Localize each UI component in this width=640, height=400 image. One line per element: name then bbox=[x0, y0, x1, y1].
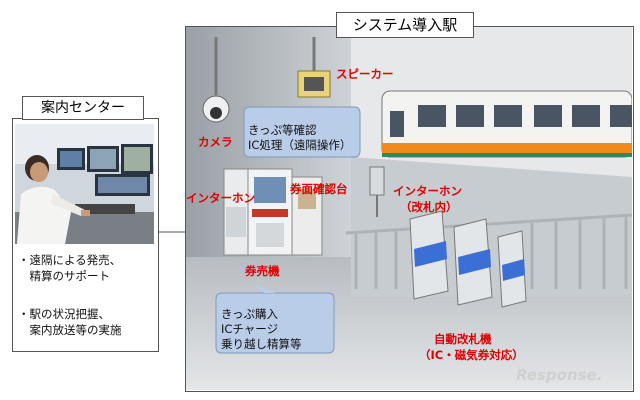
support-center-title: 案内センター bbox=[22, 96, 144, 120]
gate-intercom bbox=[370, 167, 384, 195]
label-auto-gate-1: 自動改札機 bbox=[434, 331, 492, 347]
center-bullet-2-line-2: 案内放送等の実施 bbox=[18, 322, 153, 338]
support-center-photo bbox=[15, 124, 154, 244]
callout-upper-text: きっぷ等確認 IC処理（遠隔操作） bbox=[248, 123, 360, 153]
label-ticket-machine: 券売機 bbox=[245, 263, 280, 279]
station-wall bbox=[186, 27, 351, 297]
label-camera: カメラ bbox=[198, 134, 233, 150]
callout-lower-line-2: ICチャージ bbox=[221, 322, 333, 337]
train-icon bbox=[382, 91, 632, 157]
callout-upper-line-1: きっぷ等確認 bbox=[248, 123, 360, 138]
center-bullet-1-line-1: ・遠隔による発売、 bbox=[18, 252, 153, 268]
automatic-gate-3 bbox=[498, 231, 526, 307]
label-ticket-check-stand: 券面確認台 bbox=[290, 181, 348, 197]
callout-lower-line-3: 乗り越し精算等 bbox=[221, 337, 333, 352]
callout-lower-line-1: きっぷ購入 bbox=[221, 307, 333, 322]
label-intercom-gate-2: （改札内） bbox=[400, 199, 458, 215]
label-intercom-left: インターホン bbox=[186, 190, 255, 206]
station-title: システム導入駅 bbox=[336, 12, 474, 38]
callout-lower-text: きっぷ購入 ICチャージ 乗り越し精算等 bbox=[221, 307, 333, 352]
callout-upper-line-2: IC処理（遠隔操作） bbox=[248, 138, 360, 153]
center-bullet-1-line-2: 精算のサポート bbox=[18, 268, 153, 284]
label-auto-gate-2: （IC・磁気券対応） bbox=[419, 347, 524, 363]
watermark: Response. bbox=[516, 366, 602, 384]
automatic-gate-2 bbox=[454, 219, 492, 305]
automatic-gate-1 bbox=[410, 211, 448, 299]
label-intercom-gate-1: インターホン bbox=[393, 183, 462, 199]
center-bullet-1: ・遠隔による発売、 精算のサポート bbox=[18, 252, 153, 284]
label-speaker: スピーカー bbox=[336, 66, 394, 82]
center-bullet-2: ・駅の状況把握、 案内放送等の実施 bbox=[18, 306, 153, 338]
center-bullet-2-line-1: ・駅の状況把握、 bbox=[18, 306, 153, 322]
